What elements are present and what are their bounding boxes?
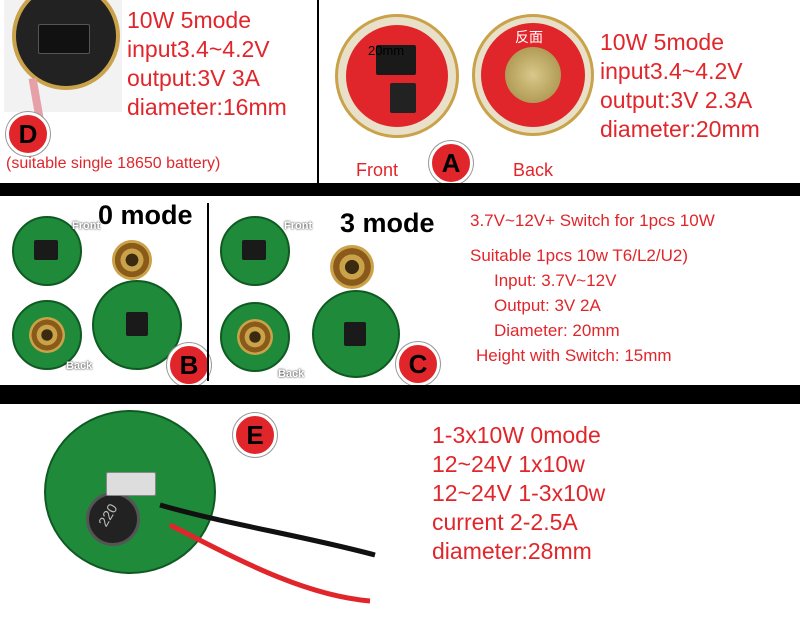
inductor-coil (237, 319, 273, 355)
divider-bar-1 (0, 183, 800, 196)
spec-line: Output: 3V 2A (494, 296, 601, 315)
tag-back-b: Back (66, 360, 93, 372)
driver-board-e: 220 (44, 410, 216, 574)
driver-board-c-back (220, 302, 290, 372)
component-block (390, 83, 416, 113)
driver-board-b-back (12, 300, 82, 370)
spec-line: Suitable 1pcs 10w T6/L2/U2) (470, 246, 688, 265)
tag-front-c: Front (284, 220, 313, 232)
spec-line: diameter:20mm (600, 116, 760, 142)
spec-line: current 2-2.5A (432, 509, 578, 535)
spec-line: input3.4~4.2V (127, 36, 270, 62)
spec-line: output:3V 2.3A (600, 87, 753, 113)
label-back: Back (513, 160, 554, 180)
inductor-coil (29, 317, 65, 353)
spec-line: 12~24V 1x10w (432, 451, 585, 477)
inductor-block (86, 492, 140, 546)
inductor-coil (112, 240, 152, 280)
badge-b: B (167, 343, 211, 387)
spec-line: 10W 5mode (600, 29, 725, 55)
tag-front-b: Front (72, 220, 101, 232)
panel-d-note: (suitable single 18650 battery) (6, 155, 221, 172)
spec-line: 12~24V 1-3x10w (432, 480, 606, 506)
back-chip-label: 反面 (515, 29, 543, 45)
ic-chip (34, 240, 58, 260)
spec-line: Height with Switch: 15mm (476, 346, 672, 365)
ic-chip (242, 240, 266, 260)
spec-line: diameter:16mm (127, 94, 287, 120)
badge-d: D (6, 112, 50, 156)
ic-chip (106, 472, 156, 496)
divider-mid (207, 203, 209, 381)
spec-line: output:3V 3A (127, 65, 260, 91)
spec-line: diameter:28mm (432, 538, 592, 564)
divider-top (317, 0, 319, 183)
panel-a-specs: 10W 5mode input3.4~4.2V output:3V 2.3A d… (600, 28, 760, 144)
driver-board-b-main (92, 280, 182, 370)
tag-back-c: Back (278, 368, 305, 380)
title-3-mode: 3 mode (340, 208, 435, 238)
inductor-coil (330, 245, 374, 289)
spec-line: 10W 5mode (127, 7, 252, 33)
ic-chip (376, 45, 416, 75)
driver-board-a-front: 20mm (335, 14, 459, 138)
title-0-mode: 0 mode (98, 200, 193, 230)
driver-board-c-main (312, 290, 400, 378)
ic-chip (126, 312, 148, 336)
chip-label: 20mm (368, 43, 405, 58)
divider-bar-2 (0, 385, 800, 404)
contact-pad (505, 47, 561, 103)
black-wire (159, 502, 376, 558)
panel-e-specs: 1-3x10W 0mode 12~24V 1x10w 12~24V 1-3x10… (432, 421, 605, 566)
driver-board-a-back: 反面 (472, 14, 594, 136)
panel-c-specs: 3.7V~12V+ Switch for 1pcs 10W Suitable 1… (470, 208, 715, 368)
badge-e: E (233, 413, 277, 457)
spec-line: input3.4~4.2V (600, 58, 743, 84)
red-wire (168, 522, 371, 604)
panel-d-specs: 10W 5mode input3.4~4.2V output:3V 3A dia… (127, 6, 287, 122)
label-front: Front (356, 160, 399, 180)
panel-d-photo (4, 0, 122, 119)
ic-chip (344, 322, 366, 346)
spec-line: 1-3x10W 0mode (432, 422, 601, 448)
spec-line: Diameter: 20mm (494, 321, 620, 340)
spec-line: 3.7V~12V+ Switch for 1pcs 10W (470, 211, 715, 230)
badge-c: C (396, 342, 440, 386)
driver-board-d (12, 0, 120, 90)
badge-a: A (429, 141, 473, 185)
driver-board-c-front (220, 216, 290, 286)
driver-board-b-front (12, 216, 82, 286)
spec-line: Input: 3.7V~12V (494, 271, 617, 290)
ic-chip (38, 24, 90, 54)
wires (159, 502, 376, 604)
